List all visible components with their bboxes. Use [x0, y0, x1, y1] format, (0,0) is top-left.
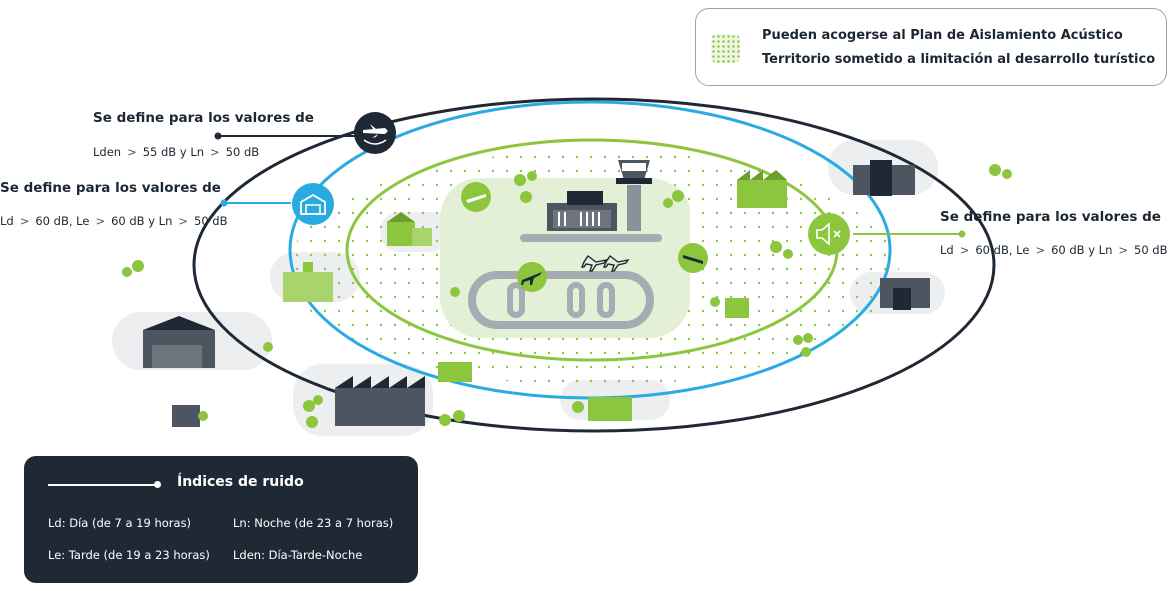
outer-zone-value-2: 50 dB: [225, 145, 260, 159]
houses-green: [283, 170, 787, 421]
airplane-sound-icon: [354, 112, 396, 154]
inner-zone-value-1: 60 dB, Le: [975, 243, 1030, 257]
key-dot: [154, 481, 161, 488]
middle-zone-title: Se define para los valores de: [0, 180, 221, 196]
key-le: Le: Tarde (de 19 a 23 horas): [48, 548, 210, 562]
key-ld: Ld: Día (de 7 a 19 horas): [48, 516, 192, 530]
inner-zone-value-2: 60 dB y Ln: [1051, 243, 1113, 257]
parked-planes: [580, 254, 630, 272]
inner-zone-title: Se define para los valores de: [940, 209, 1161, 225]
key-lden: Lden: Día-Tarde-Noche: [233, 548, 363, 562]
middle-zone-values: Ld>60 dB, Le>60 dB y Ln>50 dB: [0, 214, 228, 228]
outer-zone-index: Lden: [93, 145, 122, 159]
outer-zone-values: Lden>55 dB y Ln>50 dB: [93, 145, 260, 159]
legend-item-acoustic-plan: Pueden acogerse al Plan de Aislamiento A…: [762, 28, 1123, 43]
legend-item-tourism-limit: Territorio sometido a limitación al desa…: [762, 52, 1156, 67]
airport-terminal: [547, 191, 617, 231]
hangar-icon: [292, 183, 334, 225]
dotted-area-swatch: [711, 34, 740, 63]
middle-zone-value-1: 60 dB, Le: [35, 214, 90, 228]
noise-index-key: Índices de ruido Ld: Día (de 7 a 19 hora…: [24, 456, 418, 583]
control-tower: [616, 160, 652, 231]
inner-zone-value-3: 50 dB: [1134, 243, 1168, 257]
landing-icon: [678, 243, 708, 273]
outer-zone-ring: [192, 97, 996, 433]
key-line: [48, 484, 158, 486]
outer-zone-title: Se define para los valores de: [93, 110, 314, 126]
key-title: Índices de ruido: [177, 474, 304, 490]
middle-zone-value-2: 60 dB y Ln: [111, 214, 173, 228]
middle-zone-value-3: 50 dB: [194, 214, 228, 228]
inner-zone-index: Ld: [940, 243, 954, 257]
middle-zone-index: Ld: [0, 214, 14, 228]
airplane-icon: [517, 262, 547, 292]
inner-zone-values: Ld>60 dB, Le>60 dB y Ln>50 dB: [940, 243, 1168, 257]
outer-zone-value-1: 55 dB y Ln: [142, 145, 205, 159]
muted-speaker-icon: [808, 213, 850, 255]
trees: [122, 164, 1012, 428]
key-ln: Ln: Noche (de 23 a 7 horas): [233, 516, 394, 530]
buildings-dark: [143, 160, 930, 427]
legend-box: Pueden acogerse al Plan de Aislamiento A…: [695, 8, 1167, 86]
takeoff-icon: [461, 182, 491, 212]
